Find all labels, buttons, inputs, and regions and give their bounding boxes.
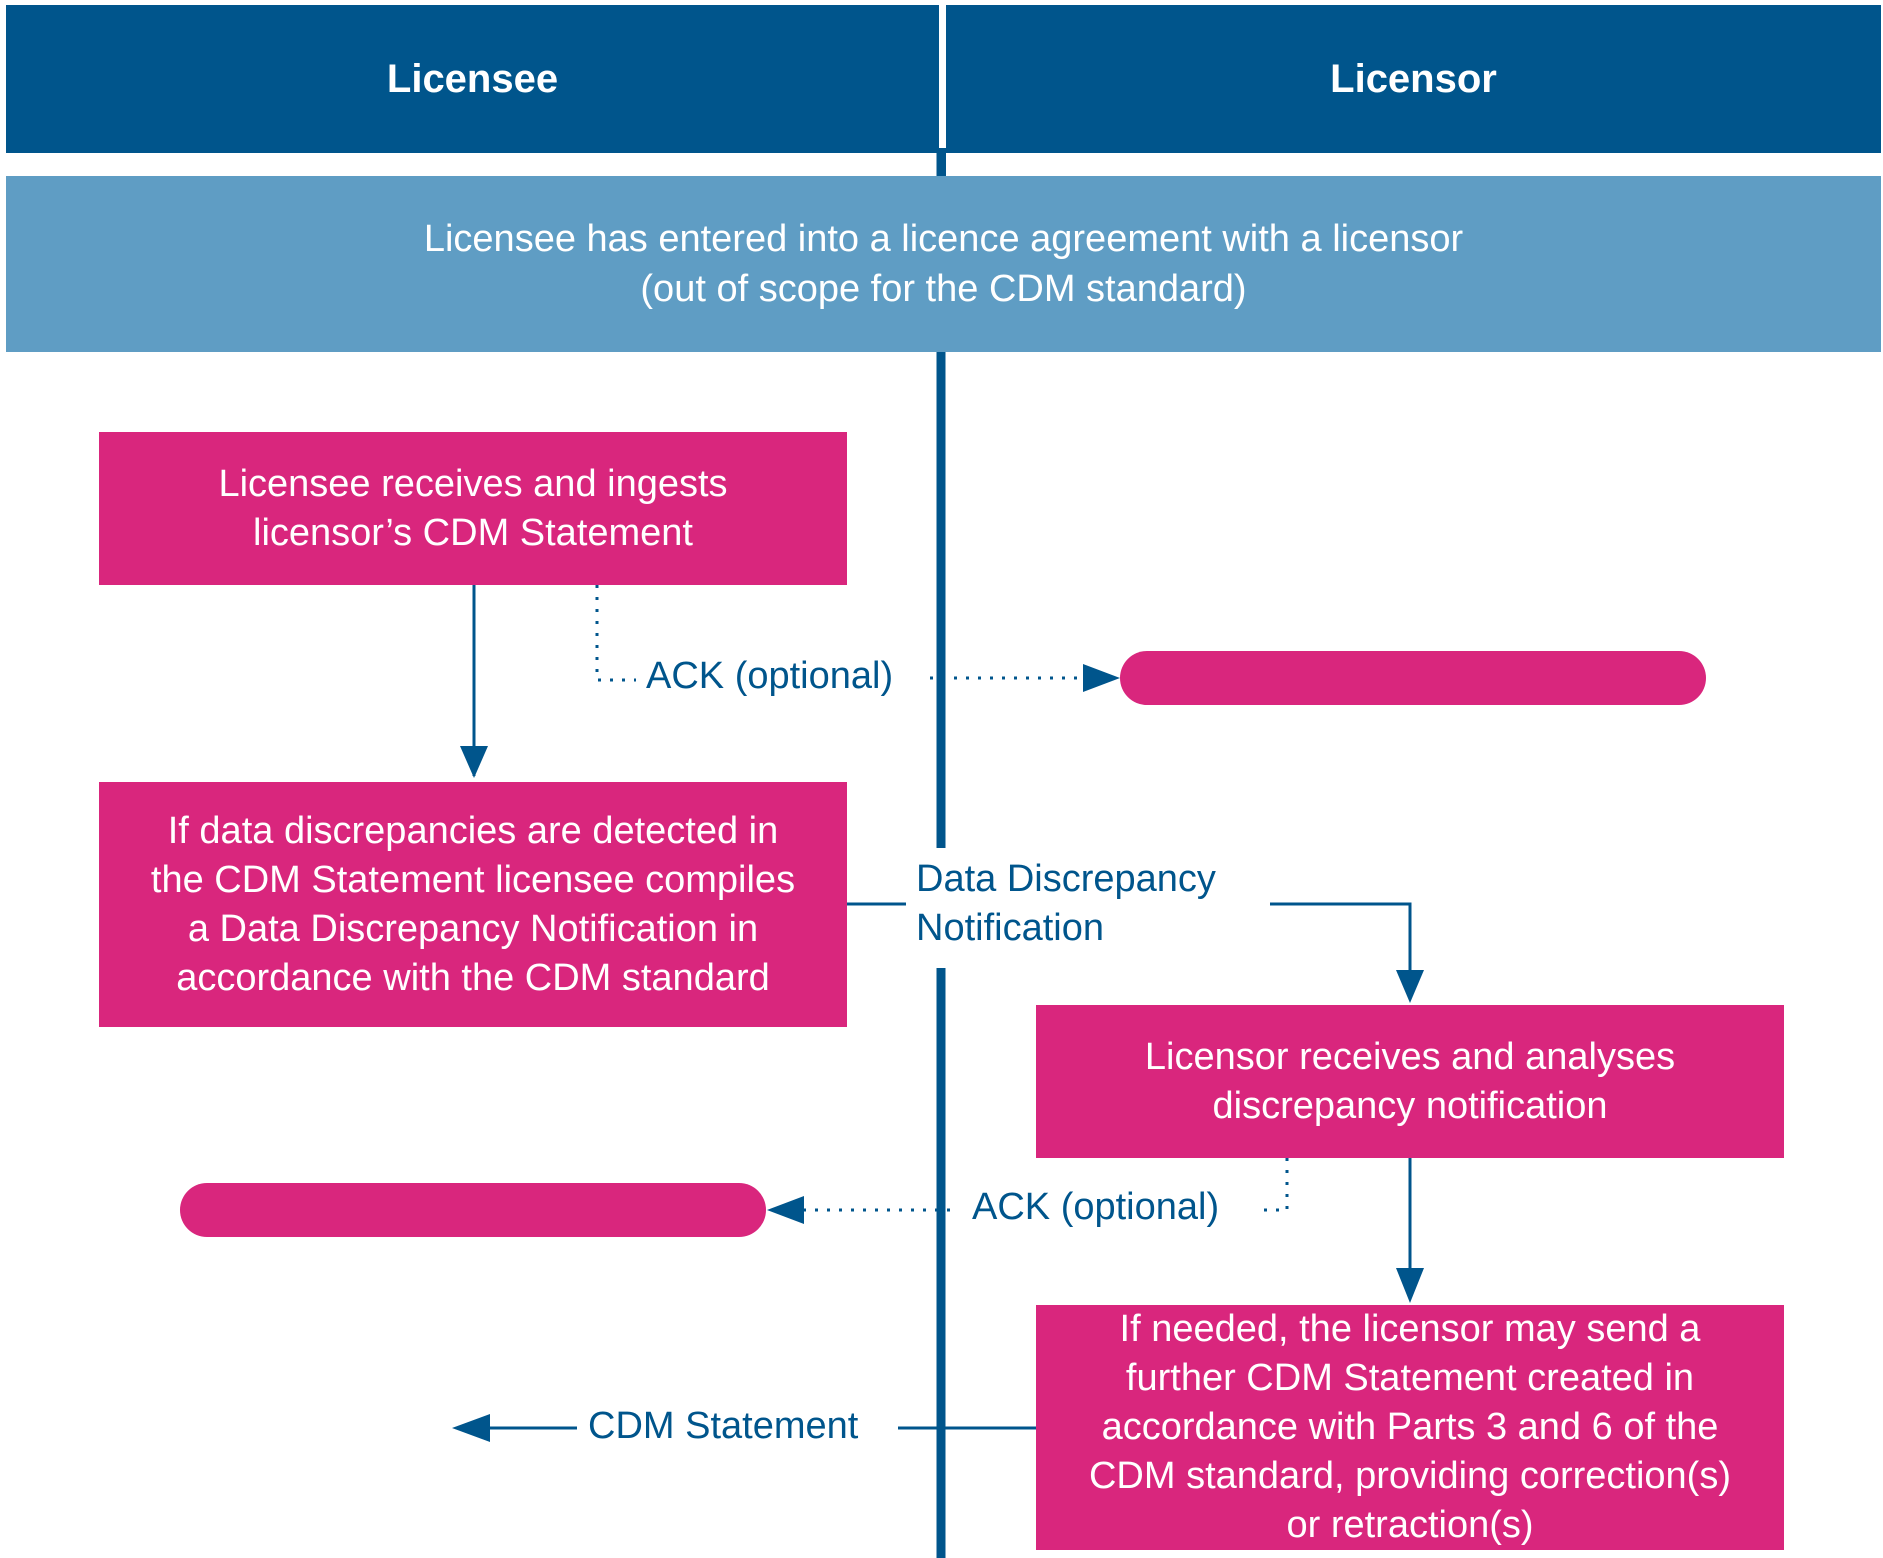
ack-dotted-to-licensor: [595, 585, 636, 682]
ddn-connector-right: [1270, 902, 1412, 970]
message-cdm-statement: CDM Statement: [588, 1405, 859, 1447]
message-ack-to-licensor: ACK (optional): [646, 655, 894, 697]
step-text-line: discrepancy notification: [1212, 1084, 1608, 1127]
message-data-discrepancy-notification: Data Discrepancy Notification: [916, 855, 1224, 953]
lifeline-connector: [937, 148, 946, 178]
ddn-label-line1: Data Discrepancy: [916, 858, 1216, 900]
step-text-line: or retraction(s): [1286, 1504, 1534, 1546]
step-text-line: Licensee receives and ingests: [218, 462, 728, 505]
step-licensee-compiles-notification: If data discrepancies are detected in th…: [99, 782, 847, 1027]
ddn-label-line2: Notification: [916, 907, 1104, 949]
step-text-line: If data discrepancies are detected in: [167, 809, 779, 852]
step-text-line: the CDM Statement licensee compiles: [150, 858, 796, 901]
context-banner-line2: (out of scope for the CDM standard): [640, 268, 1247, 310]
step-licensee-receives: Licensee receives and ingests licensor’s…: [99, 432, 847, 585]
lane-header-licensor: Licensor: [946, 5, 1881, 153]
step-text-line: licensor’s CDM Statement: [253, 511, 693, 554]
message-ack-to-licensee: ACK (optional): [966, 1183, 1226, 1232]
step-licensor-further-statement: If needed, the licensor may send a furth…: [1036, 1305, 1784, 1550]
step-text-line: a Data Discrepancy Notification in: [187, 907, 759, 950]
ack-terminal-licensee: [180, 1183, 766, 1237]
lane-header-licensee-label: Licensee: [386, 56, 559, 101]
context-banner-line1: Licensee has entered into a licence agre…: [423, 218, 1464, 260]
ack-terminal-licensor: [1120, 651, 1706, 705]
step-text-line: Licensor receives and analyses: [1144, 1035, 1676, 1078]
lane-header-licensee: Licensee: [6, 5, 939, 153]
step-text-line: accordance with Parts 3 and 6 of the: [1101, 1406, 1719, 1448]
ack-dotted-to-licensee: [1262, 1158, 1289, 1212]
lane-header-licensor-label: Licensor: [1330, 56, 1497, 101]
context-banner: Licensee has entered into a licence agre…: [6, 176, 1881, 352]
step-text-line: If needed, the licensor may send a: [1119, 1308, 1701, 1350]
step-text-line: CDM standard, providing correction(s): [1088, 1455, 1731, 1497]
step-licensor-analyses: Licensor receives and analyses discrepan…: [1036, 1005, 1784, 1158]
step-text-line: further CDM Statement created in: [1125, 1357, 1695, 1399]
step-text-line: accordance with the CDM standard: [176, 956, 770, 999]
